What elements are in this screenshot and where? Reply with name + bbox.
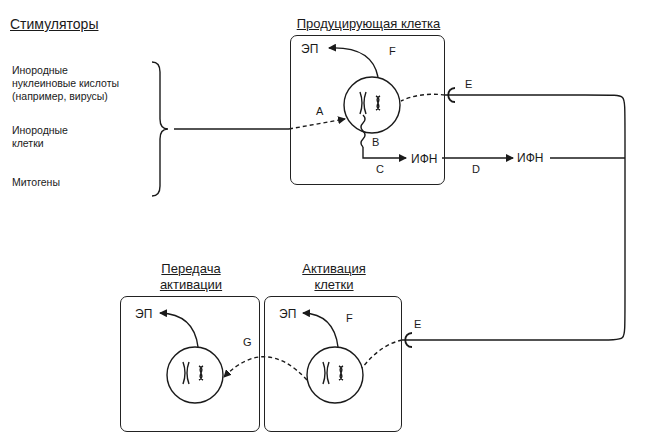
chromosome-symbol [376, 96, 380, 110]
feedback-connector [402, 95, 625, 340]
step-letter: A [316, 104, 323, 118]
artwork [152, 48, 625, 403]
signal-dashed-line [401, 94, 445, 101]
stimulus-item: Митогены [12, 176, 60, 189]
transfer-dashed-line [224, 357, 307, 380]
cell-box: Продуцирующая клеткаЭПИФН [290, 35, 445, 185]
nucleus-outline [307, 347, 363, 403]
release-arrow [442, 157, 513, 158]
step-letter: B [372, 135, 379, 149]
step-letter: F [346, 311, 353, 325]
step-letter: F [389, 44, 396, 58]
product-arrow [160, 313, 198, 347]
nucleus [167, 347, 223, 403]
cell-box: Активация клеткиЭП [264, 296, 402, 432]
substance-label: ИФН [517, 151, 543, 166]
step-letter: E [414, 317, 421, 331]
stimulus-item: Инородные нуклеиновые кислоты (например,… [12, 64, 124, 103]
chromosome-symbol [183, 362, 189, 384]
chromosome-symbol [199, 366, 203, 380]
brace [152, 62, 168, 196]
cell-heading: Активация клетки [288, 261, 380, 293]
cell-heading: Продуцирующая клетка [291, 16, 446, 32]
product-arrow [329, 48, 378, 77]
step-letter: D [472, 162, 480, 176]
cell-box: Передача активацииЭП [120, 296, 260, 432]
substance-label: ИФН [411, 152, 437, 166]
column-heading: Стимуляторы [10, 15, 98, 33]
nucleus-outline [344, 77, 400, 133]
product-label: ЭП [135, 307, 152, 321]
secretion-arrow [363, 147, 406, 158]
dashed-arrow [289, 119, 345, 129]
nucleus [344, 77, 400, 133]
chromosome-symbol [323, 362, 329, 384]
stimulus-arrow [174, 128, 289, 129]
cell-heading: Передача активации [145, 261, 237, 293]
signal-dashed-line [362, 340, 402, 368]
product-label: ЭП [301, 42, 318, 56]
feedback-wire [550, 157, 625, 158]
chromosome-symbol [360, 92, 366, 114]
wavy-line [361, 115, 365, 147]
nucleus [307, 347, 363, 403]
product-arrow [303, 313, 338, 347]
connector-layer [402, 95, 625, 340]
step-letter: E [465, 77, 472, 91]
stimulus-item: Инородные клетки [12, 124, 82, 150]
step-letter: G [243, 335, 252, 349]
product-label: ЭП [279, 307, 296, 321]
step-letter: C [376, 162, 384, 176]
nucleus-outline [167, 347, 223, 403]
chromosome-symbol [339, 366, 343, 380]
